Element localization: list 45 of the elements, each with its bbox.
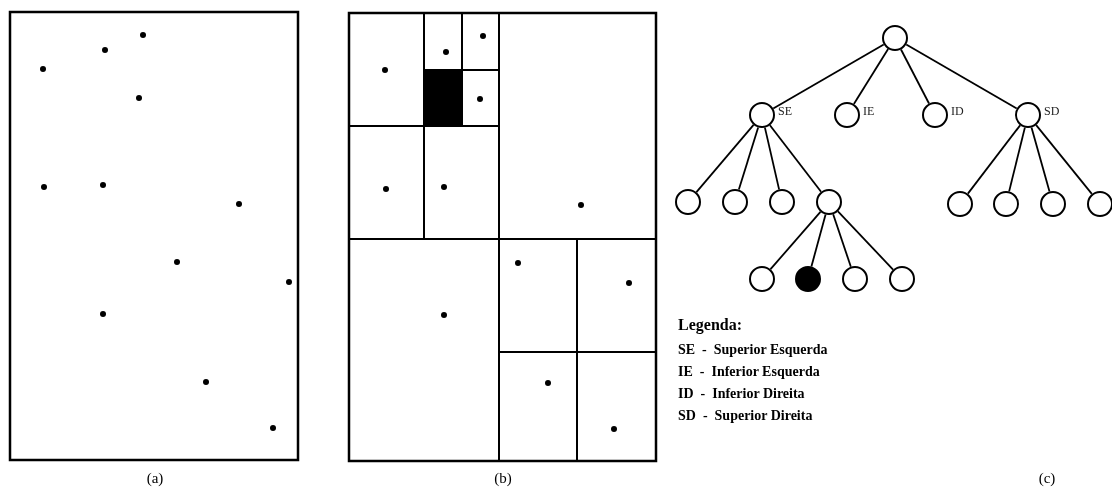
- tree-edge: [772, 43, 885, 110]
- tree-node: [842, 266, 868, 292]
- tree-edge: [905, 43, 1018, 110]
- tree-node: [769, 189, 795, 215]
- tree-edge: [853, 48, 889, 105]
- tree-node: [882, 25, 908, 51]
- filled-tree-node: [795, 266, 821, 292]
- tree-edge: [1030, 126, 1051, 193]
- tree-node: [1040, 191, 1066, 217]
- tree-edge: [967, 124, 1021, 195]
- tree-edge: [769, 124, 822, 193]
- tree-node: [947, 191, 973, 217]
- tree-edge: [900, 48, 930, 105]
- tree-edge: [1035, 124, 1093, 195]
- tree-edge: [810, 213, 827, 268]
- tree-edge: [737, 126, 760, 191]
- tree-edge: [769, 210, 822, 271]
- panel-caption: (b): [494, 470, 512, 487]
- quadrant-label: SE: [778, 105, 792, 117]
- panel-caption: (a): [146, 470, 164, 487]
- legend-title: Legenda:: [678, 316, 742, 334]
- tree-node: [1087, 191, 1112, 217]
- tree-node: [922, 102, 948, 128]
- tree-node: [675, 189, 701, 215]
- tree-node: [816, 189, 842, 215]
- tree-edge: [837, 210, 894, 271]
- legend-entry: ID - Inferior Direita: [678, 386, 805, 402]
- tree-node: [749, 266, 775, 292]
- tree-edge: [764, 126, 780, 191]
- quadrant-label: SD: [1044, 105, 1060, 117]
- legend-entry: SE - Superior Esquerda: [678, 342, 828, 358]
- tree-node: [1015, 102, 1041, 128]
- tree-node: [722, 189, 748, 215]
- panel-caption: (c): [1038, 470, 1056, 487]
- tree-node: [993, 191, 1019, 217]
- legend-entry: SD - Superior Direita: [678, 408, 813, 424]
- tree-node: [749, 102, 775, 128]
- quadrant-label: IE: [863, 105, 875, 117]
- legend-entry: IE - Inferior Esquerda: [678, 364, 820, 380]
- quadrant-label: ID: [951, 105, 964, 117]
- tree-node: [834, 102, 860, 128]
- tree-edge: [695, 124, 755, 193]
- tree-edge: [1008, 126, 1026, 193]
- tree-edge: [832, 213, 852, 268]
- tree-node: [889, 266, 915, 292]
